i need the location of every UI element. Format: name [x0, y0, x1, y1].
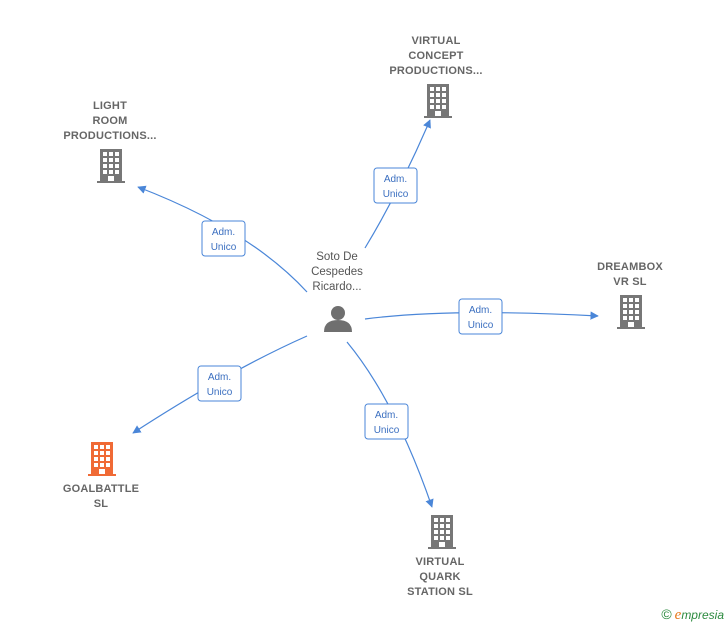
edge-label-line: Unico	[374, 425, 400, 436]
center-person-node[interactable]: Soto De Cespedes Ricardo...	[311, 251, 363, 332]
company-name-line: LIGHT	[93, 100, 127, 112]
company-name-line: PRODUCTIONS...	[389, 65, 482, 77]
footer-brand: ©empresia	[661, 606, 724, 624]
company-name-line: VIRTUAL	[415, 556, 464, 568]
edge-label-goalbattle[interactable]: Adm. Unico	[197, 365, 242, 402]
edge-label-line: Adm.	[212, 227, 235, 238]
company-node-virtual-concept[interactable]: VIRTUAL CONCEPT PRODUCTIONS...	[389, 35, 482, 118]
building-icon	[617, 295, 645, 329]
edges	[132, 119, 599, 508]
company-node-dreambox[interactable]: DREAMBOX VR SL	[597, 261, 663, 329]
building-icon	[88, 442, 116, 476]
building-icon	[424, 84, 452, 118]
edge-label-virtual-concept[interactable]: Adm. Unico	[373, 167, 418, 204]
edge-label-virtual-quark[interactable]: Adm. Unico	[364, 403, 409, 440]
edge-label-line: Unico	[383, 189, 409, 200]
building-icon	[428, 515, 456, 549]
person-name-line: Ricardo...	[312, 281, 361, 293]
company-name-line: PRODUCTIONS...	[63, 130, 156, 142]
edge-label-line: Adm.	[469, 305, 492, 316]
edge-label-line: Adm.	[384, 174, 407, 185]
company-name-line: STATION SL	[407, 586, 473, 598]
company-name-line: ROOM	[92, 115, 127, 127]
brand-name: mpresia	[681, 608, 724, 622]
edge-label-line: Adm.	[375, 410, 398, 421]
edge-label-line: Unico	[468, 320, 494, 331]
edge-label-line: Unico	[211, 242, 237, 253]
company-node-light-room[interactable]: LIGHT ROOM PRODUCTIONS...	[63, 100, 156, 183]
person-name-line: Cespedes	[311, 266, 363, 278]
brand-initial: e	[674, 607, 682, 623]
company-node-virtual-quark[interactable]: VIRTUAL QUARK STATION SL	[407, 515, 473, 598]
person-icon	[324, 306, 352, 332]
company-name-line: VR SL	[613, 276, 646, 288]
edge-label-dreambox[interactable]: Adm. Unico	[458, 298, 503, 335]
company-name-line: GOALBATTLE	[63, 483, 139, 495]
building-icon	[97, 149, 125, 183]
copyright-icon: ©	[661, 606, 672, 622]
company-name-line: QUARK	[419, 571, 460, 583]
company-node-goalbattle[interactable]: GOALBATTLE SL	[63, 442, 139, 510]
company-name-line: DREAMBOX	[597, 261, 663, 273]
company-name-line: VIRTUAL	[411, 35, 460, 47]
edge-label-light-room[interactable]: Adm. Unico	[201, 220, 246, 257]
person-name-line: Soto De	[316, 251, 358, 263]
edge-label-line: Adm.	[208, 372, 231, 383]
company-name-line: SL	[94, 498, 109, 510]
company-name-line: CONCEPT	[408, 50, 463, 62]
edge-label-line: Unico	[207, 387, 233, 398]
